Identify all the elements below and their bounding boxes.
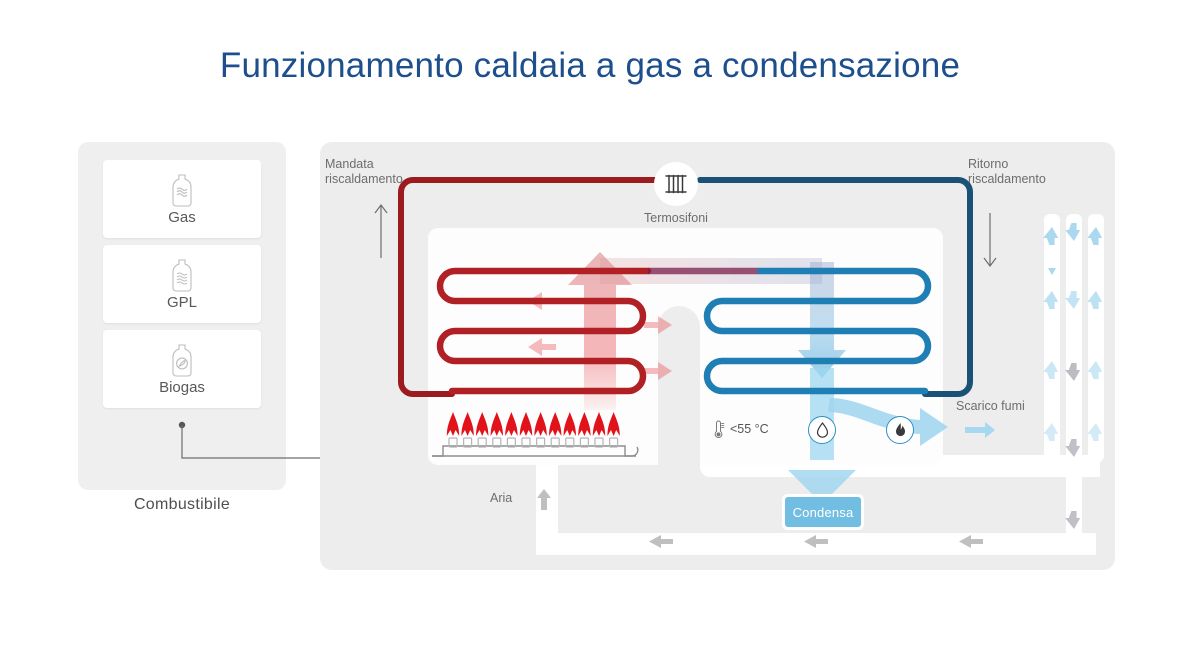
flue-channel-air-left bbox=[1044, 214, 1060, 462]
fuel-card-gas[interactable]: Gas bbox=[103, 160, 261, 238]
condensa-label: Condensa bbox=[792, 504, 854, 520]
thermometer-icon bbox=[714, 420, 725, 439]
lpg-bottle-icon bbox=[172, 258, 192, 292]
fuel-label-gas: Gas bbox=[168, 208, 196, 226]
flame-badge[interactable] bbox=[886, 416, 914, 444]
water-drop-icon bbox=[816, 422, 828, 438]
radiator-icon bbox=[665, 174, 687, 194]
fuel-card-gpl[interactable]: GPL bbox=[103, 245, 261, 323]
label-mandata-riscaldamento: Mandata riscaldamento bbox=[325, 157, 403, 186]
label-termosifoni: Termosifoni bbox=[644, 211, 708, 225]
flame-icon bbox=[895, 423, 905, 437]
flue-channel-exhaust bbox=[1066, 214, 1082, 555]
label-scarico-fumi: Scarico fumi bbox=[956, 399, 1025, 413]
biogas-bottle-icon bbox=[172, 343, 192, 377]
gas-bottle-icon bbox=[172, 173, 192, 207]
label-temperature: <55 °C bbox=[730, 422, 769, 436]
page-title: Funzionamento caldaia a gas a condensazi… bbox=[219, 46, 961, 85]
fuel-label-gpl: GPL bbox=[166, 293, 197, 311]
fuel-panel: Gas GPL Biogas bbox=[78, 142, 286, 490]
fuel-label-biogas: Biogas bbox=[159, 378, 205, 396]
water-drop-badge[interactable] bbox=[808, 416, 836, 444]
label-ritorno-riscaldamento: Ritorno riscaldamento bbox=[968, 157, 1046, 186]
air-duct-horizontal bbox=[536, 533, 1096, 555]
condensa-collector: Condensa bbox=[782, 494, 864, 530]
termosifoni-badge[interactable] bbox=[654, 162, 698, 206]
fuel-panel-caption: Combustibile bbox=[133, 496, 231, 513]
label-aria: Aria bbox=[490, 491, 513, 505]
combustion-chamber-divider bbox=[658, 306, 700, 466]
fuel-card-biogas[interactable]: Biogas bbox=[103, 330, 261, 408]
flue-channel-air-right bbox=[1088, 214, 1104, 462]
